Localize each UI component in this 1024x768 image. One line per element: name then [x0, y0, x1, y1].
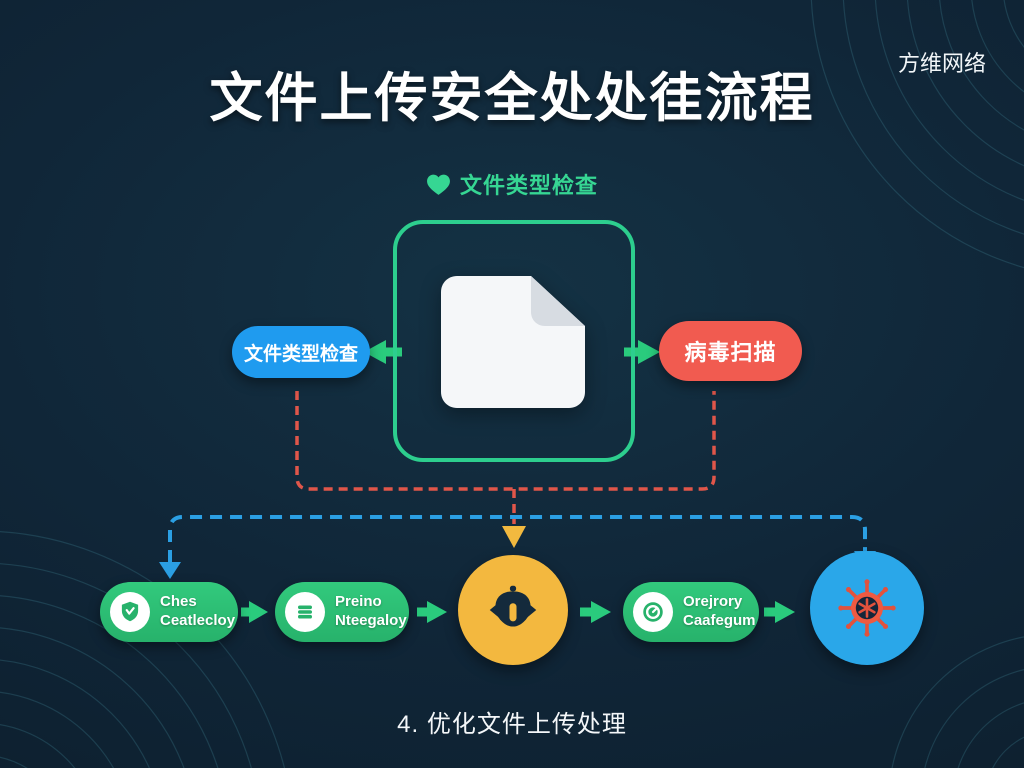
blue-arrow-down-icon: [159, 562, 181, 579]
virus-scan-pill: 病毒扫描: [659, 321, 802, 381]
step-pill-1-label: Ches Ceatlecloy: [160, 593, 236, 629]
page-title: 文件上传安全处处徍流程: [209, 69, 815, 128]
yellow-arrow-down-icon: [502, 526, 526, 548]
step-pill-4-label: Orejrory Caafegum: [683, 593, 756, 629]
document-icon: [441, 274, 587, 408]
step-pill-1: Ches Ceatlecloy: [100, 582, 238, 642]
file-type-pill-label: 文件类型检查: [243, 343, 358, 365]
step-pill-2-label: Preino Nteegaloy: [335, 593, 407, 629]
virus-scan-pill-label: 病毒扫描: [684, 340, 777, 365]
file-type-pill: 文件类型检查: [232, 326, 370, 378]
virus-node: [810, 551, 924, 665]
virus-icon: [835, 576, 899, 640]
robot-node: [458, 555, 568, 665]
step-pill-4: Orejrory Caafegum: [623, 582, 759, 642]
heart-icon: [426, 173, 451, 196]
layers-icon: [285, 592, 325, 632]
process-box: [393, 220, 635, 462]
timer-icon: [633, 592, 673, 632]
caption: 4. 优化文件上传处理: [397, 711, 627, 738]
brand-watermark: 方维网络: [897, 51, 986, 76]
shield-check-icon: [110, 592, 150, 632]
file-type-check-label: 文件类型检查: [0, 168, 1024, 200]
step-pill-2: Preino Nteegaloy: [275, 582, 409, 642]
robot-icon: [482, 579, 544, 641]
file-type-check-label-text: 文件类型检查: [459, 173, 598, 198]
